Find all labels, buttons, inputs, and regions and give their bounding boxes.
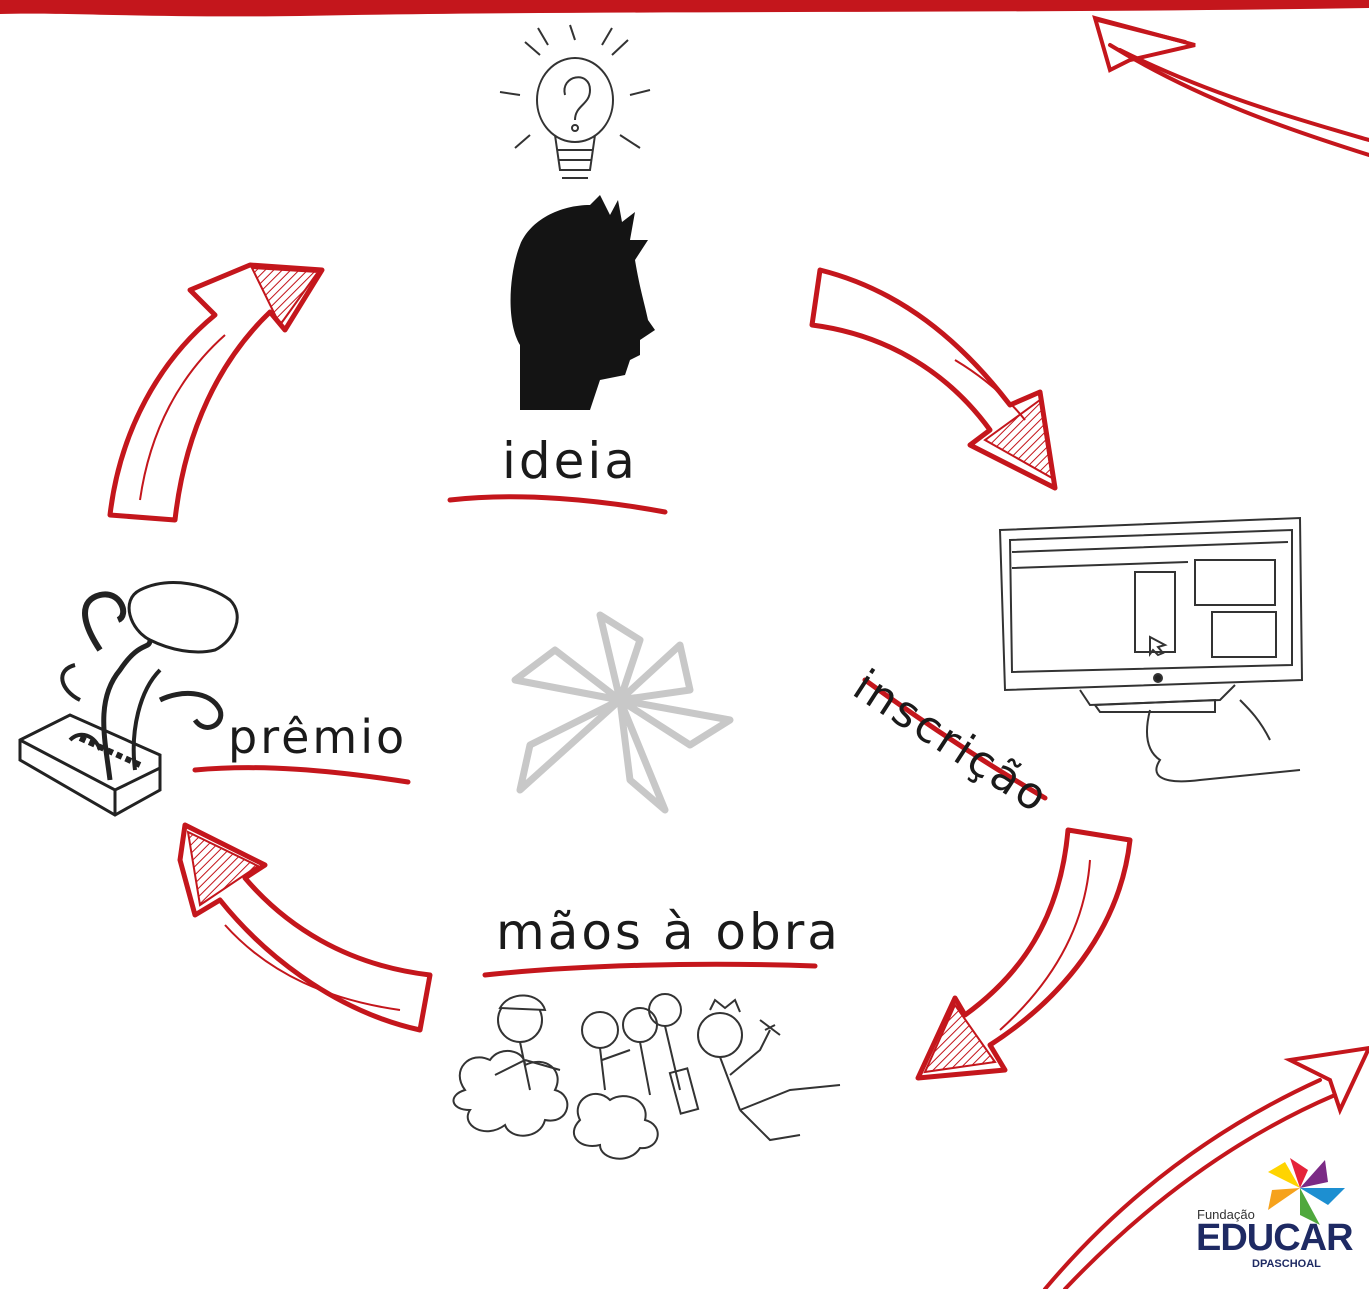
computer-monitor-icon [998,516,1304,783]
educar-logo-icon [1268,1158,1345,1225]
corner-arrow-bottom-right [1043,1045,1369,1289]
ideia-underline [447,494,668,515]
trophy-icon [18,581,239,817]
lightbulb-icon [499,24,651,179]
stage-label-premio: prêmio [228,710,408,764]
head-silhouette-icon [510,195,655,410]
arrow-ideia-to-inscricao [809,267,1058,491]
pinwheel-icon [511,611,734,814]
logo-fundacao-text: Fundação [1197,1207,1255,1222]
stage-label-maos-a-obra: mãos à obra [496,903,841,961]
people-running-icon [452,993,841,1160]
corner-arrow-top-right [1092,15,1369,157]
arrow-maos-to-premio [177,822,433,1033]
premio-underline [192,765,411,785]
arrow-premio-to-ideia [107,262,325,523]
inscricao-underline [862,677,1048,801]
logo-educar-text: EDUCAR [1196,1217,1354,1259]
maos-underline [482,961,818,978]
stage-label-ideia: ideia [502,432,638,490]
arrow-inscricao-to-maos [915,827,1133,1081]
top-border-stroke [0,0,1369,17]
logo-dpaschoal-text: DPASCHOAL [1252,1258,1321,1270]
